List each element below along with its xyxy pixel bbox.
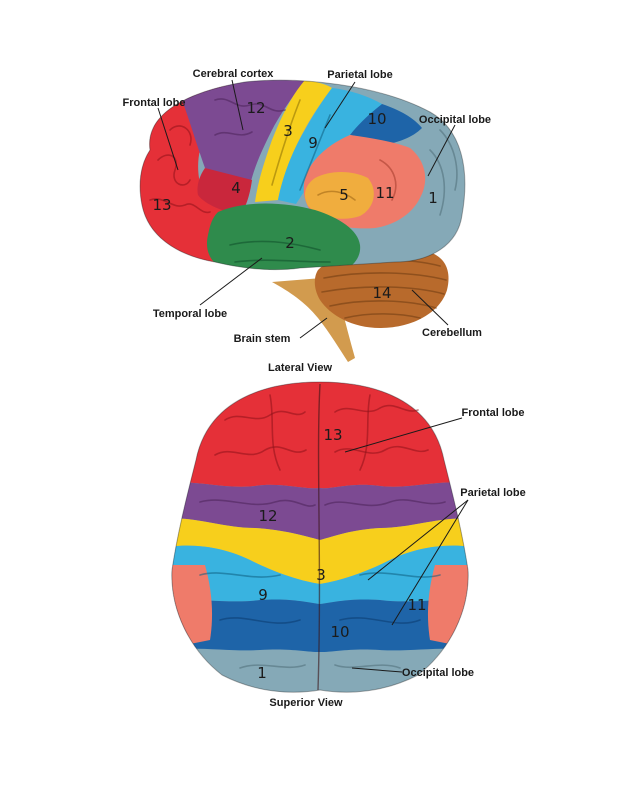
region-2-number: 2 [285,234,295,252]
sup-region-1-number: 1 [257,664,267,682]
region-12-number: 12 [246,99,265,117]
sup-salmon-right-region-11 [428,565,480,650]
sup-region-11-number: 11 [407,596,426,614]
lateral-view: 13 12 4 3 9 10 5 11 1 2 14 Frontal lobe … [120,60,491,374]
label-cerebral-cortex: Cerebral cortex [193,68,275,80]
region-5-number: 5 [339,186,349,204]
caption-superior-view: Superior View [269,697,343,709]
region-9-number: 9 [308,134,318,152]
region-10-number: 10 [367,110,386,128]
label-occipital-lobe: Occipital lobe [419,114,491,126]
caption-lateral-view: Lateral View [268,362,332,374]
leader-brain-stem [300,318,327,338]
sup-label-parietal-lobe: Parietal lobe [460,487,525,499]
sup-label-occipital-lobe: Occipital lobe [402,667,474,679]
label-cerebellum: Cerebellum [422,327,482,339]
sup-region-12-number: 12 [258,507,277,525]
region-13-number: 13 [152,196,171,214]
sup-region-9-number: 9 [258,586,268,604]
label-frontal-lobe: Frontal lobe [123,97,186,109]
region-1-number: 1 [428,189,438,207]
sup-region-13-number: 13 [323,426,342,444]
sup-salmon-left-region [160,565,212,650]
region-3-number: 3 [283,122,293,140]
region-11-number: 11 [375,184,394,202]
region-14-number: 14 [372,284,391,302]
superior-view: 13 12 3 9 10 11 1 Frontal lobe Parietal … [160,370,526,710]
region-4-number: 4 [231,179,241,197]
sup-region-3-number: 3 [316,566,326,584]
label-brain-stem: Brain stem [234,333,291,345]
label-parietal-lobe: Parietal lobe [327,69,392,81]
sup-region-10-number: 10 [330,623,349,641]
label-temporal-lobe: Temporal lobe [153,308,227,320]
sup-label-frontal-lobe: Frontal lobe [462,407,525,419]
